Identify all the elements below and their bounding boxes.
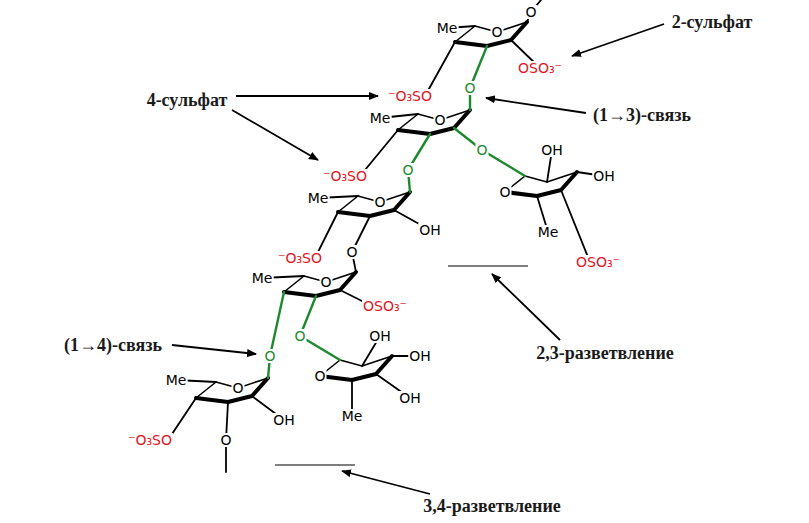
atom-label: Me — [341, 409, 364, 423]
atom-label: O — [345, 245, 358, 259]
ring-bond — [398, 110, 470, 134]
atom-label: O — [231, 381, 244, 395]
atom-label: Me — [251, 271, 274, 285]
atom-label: OH — [272, 413, 296, 427]
sulfate-label: ⁻O₃SO — [322, 169, 368, 183]
atom-label: Me — [369, 111, 392, 125]
substituent-bond — [561, 190, 590, 262]
pointer-arrow — [572, 24, 664, 56]
ring-bond — [455, 22, 527, 46]
pointer-arrow — [492, 274, 560, 340]
pointer-arrow — [172, 345, 256, 354]
annotation-label: 4-сульфат — [146, 91, 229, 109]
pointer-arrow — [232, 110, 318, 160]
linkage-oxygen: O — [293, 329, 306, 343]
atom-label: Me — [537, 225, 560, 239]
atom-label: O — [313, 369, 326, 383]
linkage-oxygen: O — [475, 143, 488, 157]
linkage-oxygen: O — [401, 163, 414, 177]
sulfate-label: ⁻O₃SO — [387, 89, 433, 103]
annotation-label: 2-сульфат — [671, 13, 754, 31]
linkage-oxygen: O — [463, 81, 476, 95]
linkage-oxygen: O — [263, 349, 276, 363]
atom-label: OH — [540, 143, 564, 157]
atom-label: Me — [165, 373, 188, 387]
atom-label: O — [498, 185, 511, 199]
ring-bond — [505, 172, 577, 196]
atom-label: O — [219, 433, 232, 447]
pointer-arrow — [486, 98, 586, 113]
atom-label: OH — [398, 391, 422, 405]
annotation-label: (1→4)-связь — [63, 336, 163, 354]
sulfate-label: OSO₃⁻ — [575, 255, 621, 269]
atom-label: Me — [307, 191, 330, 205]
pointer-arrow — [342, 471, 430, 494]
pointer-arrow — [236, 95, 378, 97]
sulfate-label: ⁻O₃SO — [127, 433, 173, 447]
atom-label: O — [433, 113, 446, 127]
separator-line — [275, 464, 355, 465]
atom-label: O — [490, 25, 503, 39]
annotation-label: 2,3-разветвление — [535, 344, 675, 362]
substituent-bond — [270, 292, 284, 356]
atom-label: OH — [592, 169, 616, 183]
bond-group — [168, 0, 604, 472]
separator-line — [448, 265, 528, 266]
atom-label: OH — [408, 349, 432, 363]
atom-label: O — [373, 195, 386, 209]
ring-bond — [320, 356, 392, 380]
atom-label: Me — [436, 21, 459, 35]
atom-label: OH — [368, 329, 392, 343]
substituent-bond — [425, 42, 455, 96]
atom-label: O — [524, 5, 537, 19]
annotation-label: (1→3)-связь — [592, 106, 692, 124]
atom-label: O — [319, 275, 332, 289]
annotation-label: 3,4-разветвление — [422, 497, 562, 515]
sulfate-label: OSO₃⁻ — [362, 299, 408, 313]
pointer-group — [172, 24, 664, 494]
sulfate-label: OSO₃⁻ — [517, 61, 563, 75]
atom-label: OH — [418, 223, 442, 237]
sulfate-label: ⁻O₃SO — [277, 251, 323, 265]
